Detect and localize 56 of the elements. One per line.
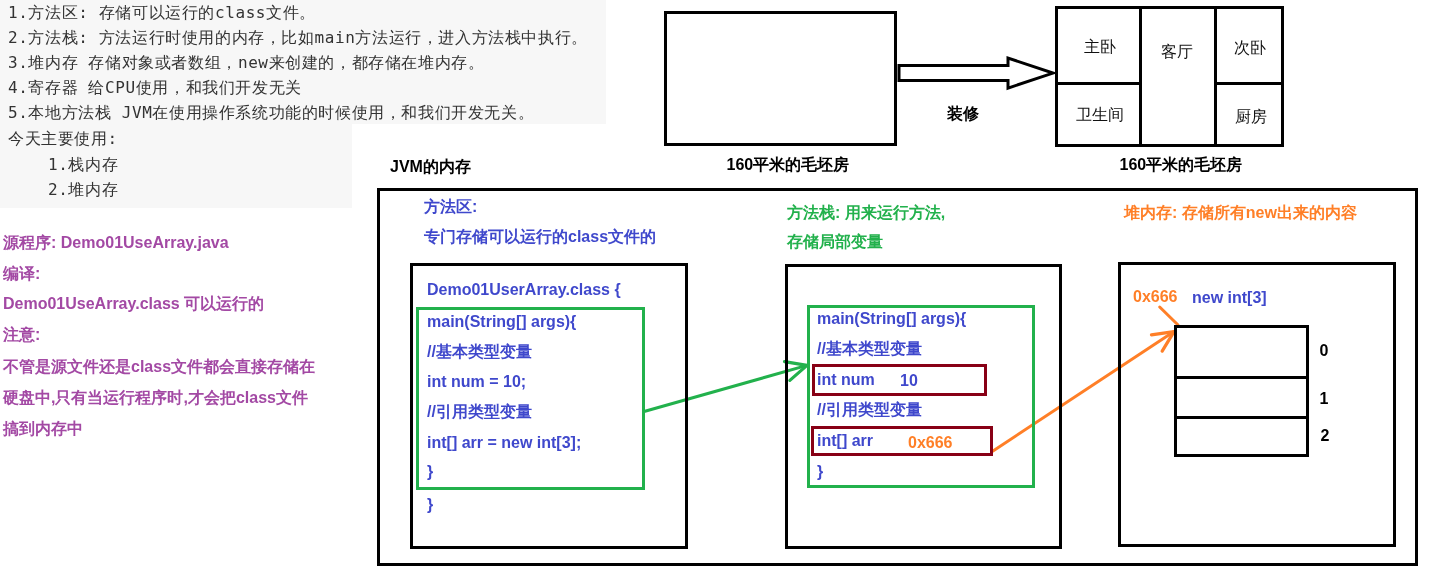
node-label: 160平米的毛坯房 — [1119, 155, 1243, 175]
code-line: } — [817, 462, 824, 482]
description: 存储局部变量 — [787, 232, 883, 252]
annotation-text: 编译: — [3, 264, 41, 284]
variable-box — [811, 426, 993, 456]
heading: JVM的内存 — [390, 157, 471, 177]
heading: 方法区: — [424, 197, 478, 217]
room-label: 厨房 — [1235, 107, 1267, 127]
description: 专门存储可以运行的class文件的 — [424, 227, 657, 247]
note-text: 4.寄存器 给CPU使用，和我们开发无关 — [8, 78, 302, 98]
code-line: //引用类型变量 — [817, 400, 922, 420]
code-line: //引用类型变量 — [427, 402, 532, 422]
note-text: 2.方法栈: 方法运行时使用的内存，比如main方法运行，进入方法栈中执行。 — [8, 28, 588, 48]
index-number: 0 — [1319, 341, 1329, 361]
note-text: 1.方法区: 存储可以运行的class文件。 — [8, 3, 316, 23]
arrow — [643, 360, 809, 413]
heading: 方法栈: 用来运行方法, — [787, 203, 946, 223]
note-text: 1.栈内存 — [48, 155, 119, 175]
address-text: 0x666 — [1133, 287, 1178, 307]
code-line: //基本类型变量 — [427, 342, 532, 362]
edge-label: 装修 — [945, 104, 981, 125]
value-text: 0x666 — [908, 433, 953, 453]
variable-box — [812, 364, 987, 396]
code-line: int[] arr — [817, 431, 873, 451]
code-line: //基本类型变量 — [817, 339, 922, 359]
room-label: 卫生间 — [1076, 105, 1124, 125]
note-text: 3.堆内存 存储对象或者数组，new来创建的，都存储在堆内存。 — [8, 53, 485, 73]
annotation-text: 源程序: Demo01UseArray.java — [3, 233, 229, 253]
node-label: 160平米的毛坯房 — [726, 155, 850, 175]
note-text: 今天主要使用: — [8, 129, 118, 149]
code-line: int num = 10; — [427, 372, 527, 392]
block-arrow — [897, 56, 1058, 91]
index-number: 1 — [1319, 389, 1329, 409]
note-text: 5.本地方法栈 JVM在使用操作系统功能的时候使用，和我们开发无关。 — [8, 103, 535, 123]
annotation-text: 不管是源文件还是class文件都会直接存储在硬盘中,只有当运行程序时,才会把class文件搞到内存中 — [3, 356, 317, 439]
heading: 堆内存: 存储所有new出来的内容 — [1124, 203, 1357, 223]
code-line: int num — [817, 370, 875, 390]
leader-line — [1158, 305, 1180, 327]
code-line: main(String[] args){ — [427, 312, 577, 332]
room-label: 次卧 — [1234, 38, 1266, 58]
annotation-text: Demo01UseArray.class 可以运行的 — [3, 294, 265, 314]
code-line: int[] arr = new int[3]; — [427, 433, 582, 453]
room-label: 客厅 — [1161, 42, 1193, 62]
room-label: 主卧 — [1084, 37, 1116, 57]
code-block — [807, 305, 1035, 488]
code-line: } — [427, 462, 434, 482]
arrow — [991, 330, 1176, 453]
code-text: new int[3] — [1192, 288, 1267, 308]
code-block — [416, 307, 645, 490]
value-text: 10 — [900, 371, 918, 391]
code-line: Demo01UserArray.class { — [427, 280, 621, 300]
index-number: 2 — [1320, 426, 1330, 446]
annotation-text: 注意: — [3, 325, 41, 345]
code-line: } — [427, 495, 434, 515]
note-text: 2.堆内存 — [48, 180, 119, 200]
code-line: main(String[] args){ — [817, 309, 967, 329]
